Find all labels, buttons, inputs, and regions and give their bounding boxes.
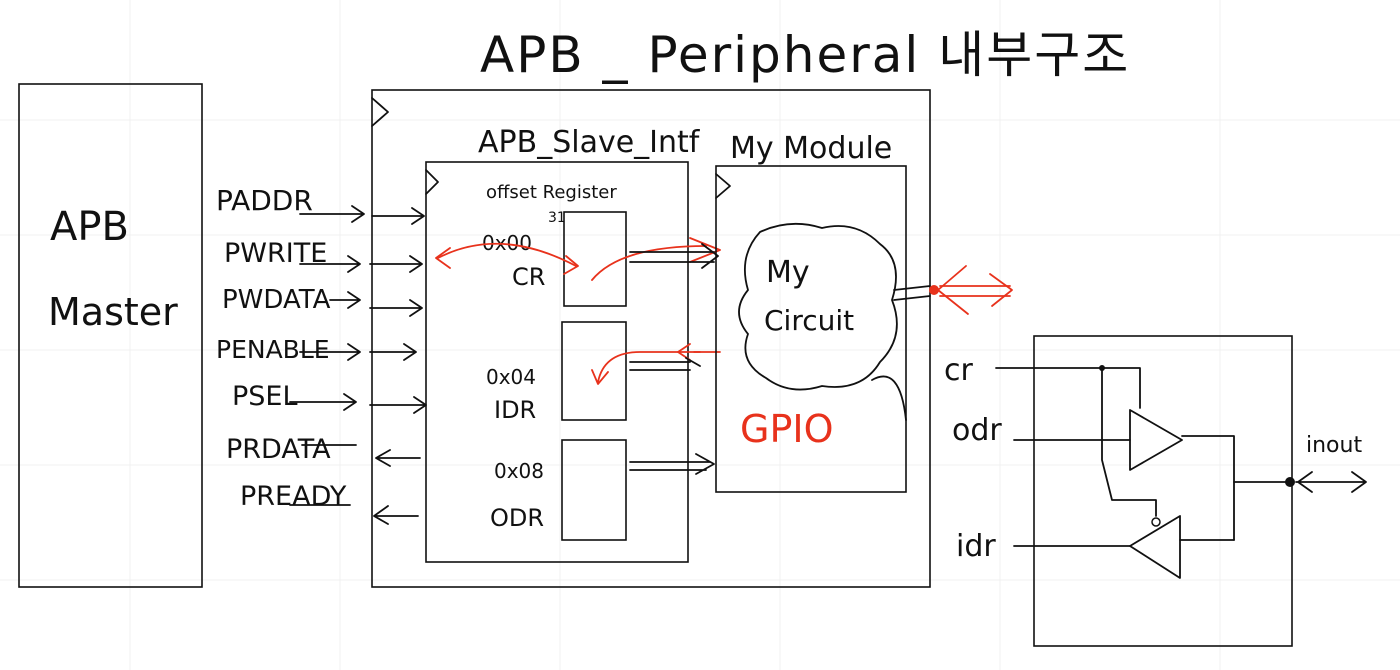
register-odr-offset: 0x08 — [494, 459, 544, 483]
register-module-wires — [629, 243, 719, 475]
input-arrows — [289, 205, 427, 414]
gpio-tristate-circuit — [995, 365, 1367, 579]
register-odr-name: ODR — [490, 504, 544, 532]
apb-master-box — [18, 83, 203, 588]
module-output-pin — [893, 265, 1013, 315]
gpio-detail-box — [1033, 335, 1293, 647]
signal-paddr: PADDR — [216, 184, 313, 217]
signal-penable: PENABLE — [216, 335, 330, 364]
apb-peripheral-box — [371, 89, 931, 588]
register-cr-offset: 0x00 — [482, 231, 532, 255]
slave-intf-header: offset Register — [486, 182, 617, 203]
register-bit-label: 31 — [548, 210, 566, 226]
my-module-box — [715, 165, 907, 493]
register-cr-name: CR — [512, 263, 545, 291]
circuit-tail-mark — [871, 375, 907, 421]
my-circuit-cloud — [738, 222, 898, 391]
apb-master-label-line1: APB — [50, 204, 129, 250]
register-idr-name: IDR — [494, 396, 536, 424]
slave-intf-label: APB_Slave_Intf — [478, 125, 701, 160]
signal-prdata: PRDATA — [226, 434, 331, 465]
output-arrows — [289, 444, 421, 525]
slave-intf-clock-icon — [425, 169, 439, 195]
my-module-label: My Module — [730, 131, 892, 166]
my-circuit-label-line1: My — [766, 255, 810, 290]
apb-master-label-line2: Master — [48, 290, 178, 334]
gpio-input-cr: cr — [944, 353, 973, 388]
my-circuit-label-line2: Circuit — [764, 304, 854, 337]
signal-pready: PREADY — [240, 481, 347, 512]
gpio-output-inout: inout — [1306, 433, 1362, 458]
signal-pwdata: PWDATA — [222, 285, 331, 315]
my-module-clock-icon — [715, 173, 731, 199]
peripheral-clock-icon — [371, 97, 389, 127]
register-odr-box — [561, 439, 627, 541]
register-idr-box — [561, 321, 627, 421]
signal-psel: PSEL — [232, 381, 298, 412]
register-cr-box — [563, 211, 627, 307]
gpio-input-odr: odr — [952, 413, 1002, 448]
diagram-title: APB _ Peripheral 내부구조 — [480, 26, 1130, 84]
register-idr-offset: 0x04 — [486, 365, 536, 389]
gpio-label: GPIO — [740, 407, 833, 451]
gpio-input-idr: idr — [956, 529, 996, 564]
